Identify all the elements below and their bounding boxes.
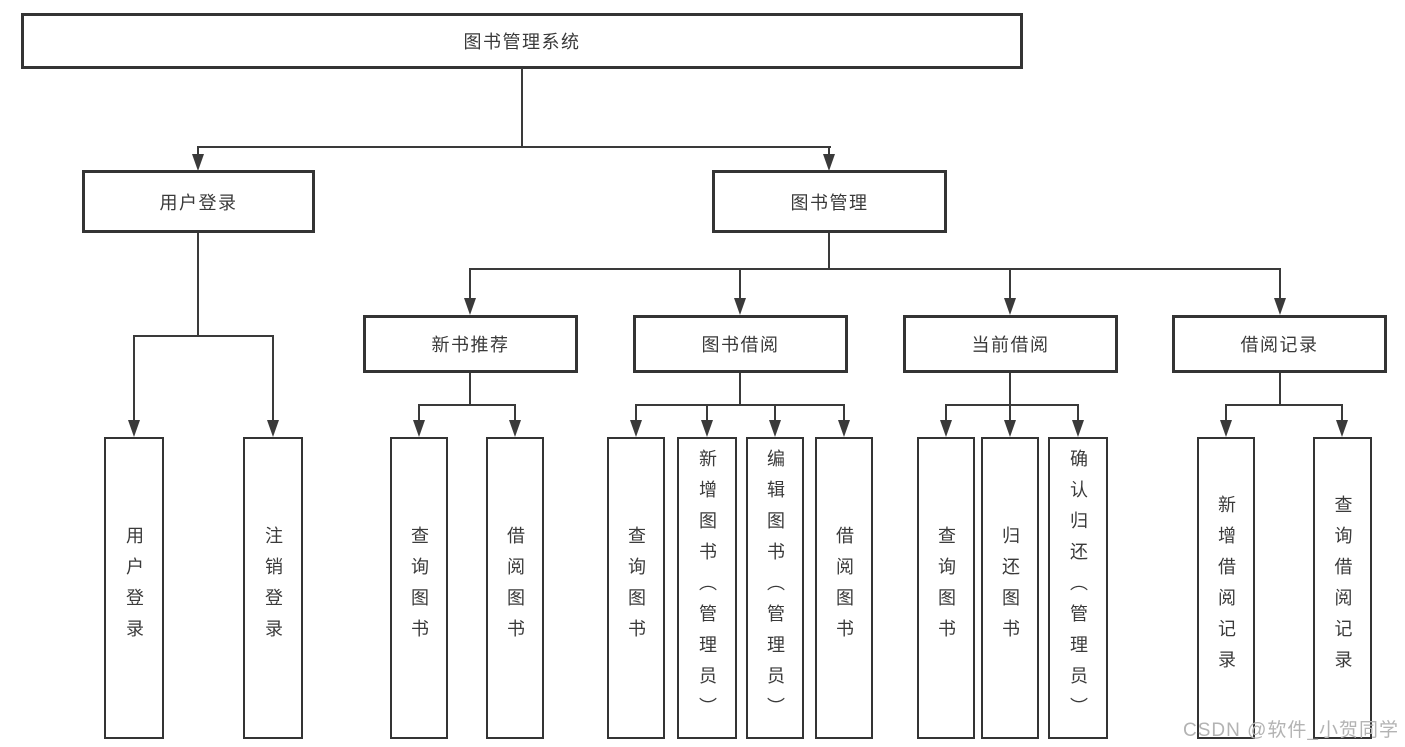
leaf-borrow-books-2: 借阅图书 <box>815 437 873 739</box>
arrow-down-icon <box>838 420 850 437</box>
leaf-query-books-3: 查询图书 <box>917 437 975 739</box>
node-label: 图书管理系统 <box>463 32 581 52</box>
arrow-down-icon <box>509 420 521 437</box>
leaf-add-books-admin: 新增图书（管理员） <box>677 437 737 739</box>
connector-line <box>828 146 830 156</box>
connector-line <box>133 335 274 337</box>
arrow-down-icon <box>734 298 746 315</box>
leaf-add-borrow-record: 新增借阅记录 <box>1197 437 1255 739</box>
connector-line <box>469 268 1281 270</box>
connector-line <box>197 146 199 156</box>
leaf-query-books-2: 查询图书 <box>607 437 665 739</box>
connector-line <box>469 373 471 404</box>
connector-line <box>774 404 776 422</box>
leaf-logout: 注销登录 <box>243 437 303 739</box>
node-label: 当前借阅 <box>971 335 1050 355</box>
connector-line <box>1225 404 1343 406</box>
connector-line <box>1009 373 1011 404</box>
connector-line <box>197 146 831 148</box>
arrow-down-icon <box>413 420 425 437</box>
connector-line <box>418 404 420 422</box>
connector-line <box>739 268 741 299</box>
node-label: 图书借阅 <box>701 335 780 355</box>
node-user-login-branch: 用户登录 <box>82 170 315 233</box>
connector-line <box>945 404 947 422</box>
connector-line <box>635 404 845 406</box>
arrow-down-icon <box>1220 420 1232 437</box>
connector-line <box>514 404 516 422</box>
leaf-label: 用户登录 <box>124 526 144 650</box>
leaf-label: 编辑图书（管理员） <box>765 448 785 728</box>
connector-line <box>272 335 274 422</box>
connector-line <box>843 404 845 422</box>
connector-line <box>1077 404 1079 422</box>
leaf-return-books: 归还图书 <box>981 437 1039 739</box>
arrow-down-icon <box>769 420 781 437</box>
leaf-borrow-books-1: 借阅图书 <box>486 437 544 739</box>
leaf-user-login: 用户登录 <box>104 437 164 739</box>
leaf-label: 归还图书 <box>1000 526 1020 650</box>
connector-line <box>1009 404 1011 422</box>
leaf-edit-books-admin: 编辑图书（管理员） <box>746 437 804 739</box>
leaf-query-books-1: 查询图书 <box>390 437 448 739</box>
arrow-down-icon <box>940 420 952 437</box>
arrow-down-icon <box>464 298 476 315</box>
connector-line <box>635 404 637 422</box>
connector-line <box>197 233 199 335</box>
node-root-library-system: 图书管理系统 <box>21 13 1023 69</box>
leaf-label: 查询图书 <box>936 526 956 650</box>
arrow-down-icon <box>267 420 279 437</box>
leaf-label: 查询图书 <box>626 526 646 650</box>
node-book-management-branch: 图书管理 <box>712 170 947 233</box>
connector-line <box>828 233 830 268</box>
node-new-book-recommend: 新书推荐 <box>363 315 578 373</box>
connector-line <box>521 68 523 146</box>
arrow-down-icon <box>1336 420 1348 437</box>
connector-line <box>706 404 708 422</box>
arrow-down-icon <box>192 154 204 171</box>
arrow-down-icon <box>1004 298 1016 315</box>
connector-line <box>739 373 741 404</box>
connector-line <box>1341 404 1343 422</box>
node-borrowing-records: 借阅记录 <box>1172 315 1387 373</box>
leaf-label: 新增图书（管理员） <box>697 448 717 728</box>
connector-line <box>1279 268 1281 299</box>
connector-line <box>1225 404 1227 422</box>
connector-line <box>1009 268 1011 299</box>
arrow-down-icon <box>630 420 642 437</box>
node-current-borrowing: 当前借阅 <box>903 315 1118 373</box>
arrow-down-icon <box>1004 420 1016 437</box>
csdn-watermark: CSDN @软件_小贺同学 <box>1183 720 1399 741</box>
leaf-confirm-return-admin: 确认归还（管理员） <box>1048 437 1108 739</box>
connector-line <box>133 335 135 422</box>
arrow-down-icon <box>823 154 835 171</box>
node-book-borrowing: 图书借阅 <box>633 315 848 373</box>
arrow-down-icon <box>1072 420 1084 437</box>
leaf-label: 借阅图书 <box>834 526 854 650</box>
connector-line <box>469 268 471 299</box>
leaf-label: 查询图书 <box>409 526 429 650</box>
connector-line <box>945 404 1079 406</box>
arrow-down-icon <box>128 420 140 437</box>
connector-line <box>1279 373 1281 404</box>
node-label: 新书推荐 <box>431 335 510 355</box>
leaf-label: 借阅图书 <box>505 526 525 650</box>
leaf-label: 查询借阅记录 <box>1332 495 1353 681</box>
node-label: 借阅记录 <box>1240 335 1319 355</box>
leaf-query-borrow-record: 查询借阅记录 <box>1313 437 1372 739</box>
arrow-down-icon <box>1274 298 1286 315</box>
node-label: 图书管理 <box>790 192 869 213</box>
leaf-label: 注销登录 <box>263 526 283 650</box>
leaf-label: 新增借阅记录 <box>1216 495 1236 681</box>
leaf-label: 确认归还（管理员） <box>1068 448 1088 728</box>
node-label: 用户登录 <box>159 192 238 213</box>
arrow-down-icon <box>701 420 713 437</box>
connector-line <box>418 404 516 406</box>
